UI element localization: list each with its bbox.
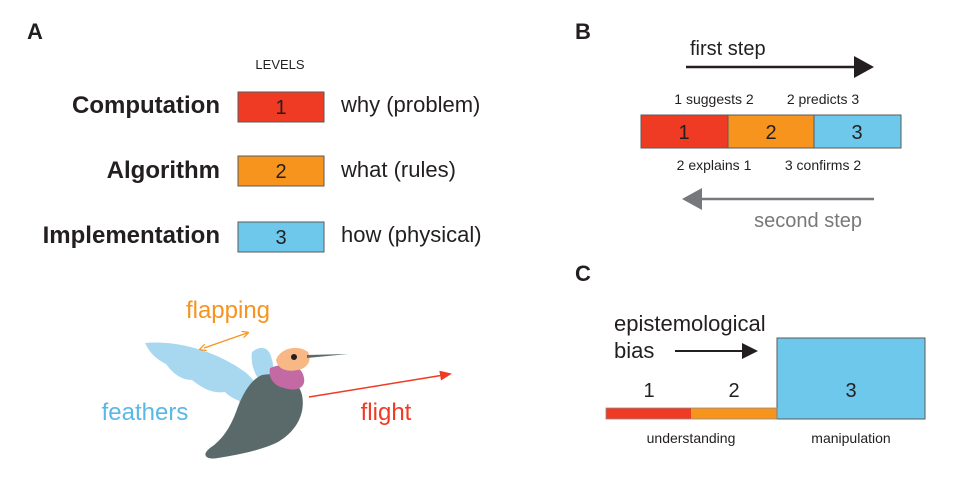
b-bar-number-1: 1 — [678, 122, 689, 144]
panel-c-label: C — [575, 261, 591, 286]
b-bar-1 — [641, 115, 728, 148]
label-2-predicts-3: 2 predicts 3 — [787, 91, 860, 107]
b-bar-2 — [728, 115, 814, 148]
feathers-label: feathers — [102, 399, 189, 426]
level-name-algorithm: Algorithm — [107, 157, 220, 184]
c-bar-number-3: 3 — [845, 380, 856, 402]
label-2-explains-1: 2 explains 1 — [677, 157, 752, 173]
flapping-arrow — [204, 333, 247, 348]
level-name-computation: Computation — [72, 92, 220, 119]
level-number-2: 2 — [275, 161, 286, 183]
b-bar-outline — [640, 114, 902, 149]
first-step-label: first step — [690, 38, 766, 60]
c-bar-small-outline — [605, 407, 778, 420]
panel-a-label: A — [27, 19, 43, 44]
level-name-implementation: Implementation — [43, 222, 220, 249]
flapping-label: flapping — [186, 297, 270, 324]
level-number-1: 1 — [275, 97, 286, 119]
second-step-label: second step — [754, 210, 862, 232]
bird-body-shape — [205, 374, 303, 459]
c-bar-number-1: 1 — [643, 380, 654, 402]
bias-label-line1: epistemological — [614, 311, 766, 336]
bias-label-line2: bias — [614, 338, 654, 363]
b-bar-number-2: 2 — [765, 122, 776, 144]
b-bar-number-3: 3 — [851, 122, 862, 144]
label-1-suggests-2: 1 suggests 2 — [674, 91, 754, 107]
first-step-arrow-head — [854, 56, 874, 78]
wing-back-shape — [145, 342, 259, 408]
flight-arrow — [308, 370, 452, 398]
c-bar-number-2: 2 — [728, 380, 739, 402]
level-box-1 — [237, 91, 325, 123]
understanding-label: understanding — [647, 430, 736, 446]
level-desc-1: why (problem) — [340, 92, 480, 117]
level-desc-3: how (physical) — [341, 222, 482, 247]
c-bar-3 — [776, 337, 926, 420]
c-bar-2 — [691, 408, 777, 419]
second-step-arrow-head — [682, 188, 702, 210]
bird-beak-shape — [307, 354, 348, 358]
bias-arrow-head — [742, 343, 758, 359]
levels-header: LEVELS — [255, 57, 304, 72]
level-box-2 — [237, 155, 325, 187]
bird-throat-shape — [269, 364, 305, 390]
level-desc-2: what (rules) — [340, 157, 456, 182]
c-bar-1 — [606, 408, 691, 419]
manipulation-label: manipulation — [811, 430, 890, 446]
label-3-confirms-2: 3 confirms 2 — [785, 157, 861, 173]
bird-eye-icon — [291, 354, 297, 360]
flight-label: flight — [361, 399, 412, 426]
hummingbird-illustration — [145, 342, 348, 459]
level-number-3: 3 — [275, 227, 286, 249]
b-bar-3 — [814, 115, 901, 148]
level-box-3 — [237, 221, 325, 253]
panel-b-label: B — [575, 19, 591, 44]
